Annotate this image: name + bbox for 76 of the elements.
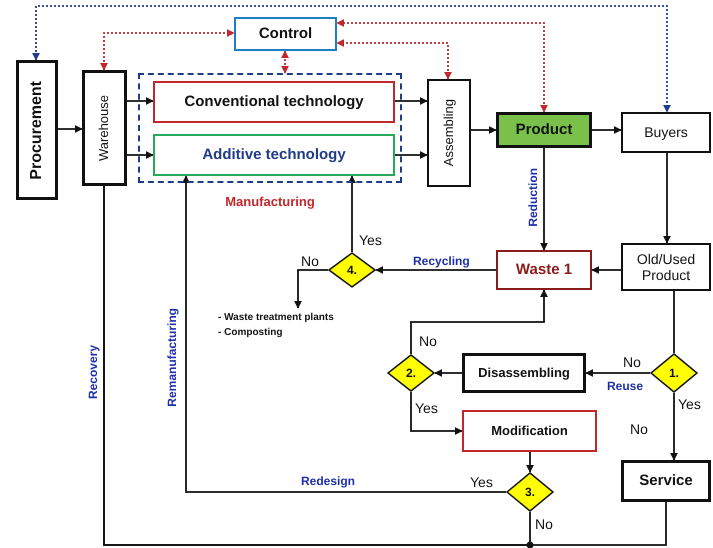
arrow xyxy=(127,97,154,105)
process-box xyxy=(16,60,58,200)
arrow xyxy=(182,175,506,493)
dotted-arrow xyxy=(100,29,235,71)
box-label: Buyers xyxy=(644,124,688,141)
box-label: Conventional technology xyxy=(184,93,364,111)
arrow xyxy=(434,369,462,377)
arrow xyxy=(663,153,671,244)
process-box xyxy=(234,17,337,51)
arrow xyxy=(58,125,83,133)
arrow xyxy=(294,269,328,309)
edge-label: Redesign xyxy=(300,474,356,488)
decision-diamond xyxy=(328,252,376,288)
process-label: Reuse xyxy=(606,379,644,393)
process-box xyxy=(462,410,597,452)
box-label: Procurement xyxy=(28,80,46,180)
dotted-arrow xyxy=(281,50,289,74)
list-item: - Composting xyxy=(218,326,284,340)
arrow xyxy=(375,266,496,274)
arrow xyxy=(348,175,356,252)
diamond-label: 4. xyxy=(346,263,357,277)
decision-diamond xyxy=(650,353,698,393)
branch-label: Yes xyxy=(469,474,494,490)
process-box xyxy=(621,112,711,153)
branch-label: No xyxy=(629,421,649,437)
list-item: - Waste treatment plants xyxy=(218,311,335,325)
box-label: Waste 1 xyxy=(516,261,572,279)
box-label: Assembling xyxy=(442,99,456,167)
edge-label: Yes xyxy=(677,396,702,412)
edge-label: No xyxy=(300,253,320,269)
arrow xyxy=(585,369,650,377)
edge-label: No xyxy=(418,333,438,349)
process-box xyxy=(427,79,471,187)
arrow xyxy=(670,393,678,461)
arrow xyxy=(395,97,428,105)
arrow xyxy=(410,289,548,354)
group-heading: Manufacturing xyxy=(224,194,316,209)
dashed-group xyxy=(138,73,402,209)
arrow xyxy=(591,266,621,274)
decision-diamond xyxy=(387,354,435,392)
process-box xyxy=(621,460,711,502)
arrow xyxy=(526,452,534,473)
process-box xyxy=(462,353,586,393)
box-label: Old/Used Product xyxy=(636,250,696,284)
arrow xyxy=(540,148,548,251)
edge-label: No xyxy=(622,354,642,370)
diamond-label: 1. xyxy=(668,366,679,380)
arrow xyxy=(592,126,622,134)
process-box xyxy=(496,250,592,290)
box-label: Product xyxy=(516,121,572,139)
box-label: Service xyxy=(639,472,693,490)
arrow xyxy=(127,151,154,159)
box-label: Modification xyxy=(491,424,568,438)
box-label: Control xyxy=(258,25,312,43)
process-box xyxy=(153,134,395,176)
process-box xyxy=(153,81,395,123)
process-box xyxy=(496,112,592,148)
diamond-label: 3. xyxy=(524,485,535,499)
edge-label: Recycling xyxy=(412,254,471,268)
edge-label: Yes xyxy=(414,400,439,416)
box-label: Additive technology xyxy=(202,146,346,164)
edge-label: No xyxy=(534,516,554,532)
process-label: Remanufacturing xyxy=(164,308,180,407)
diamond-label: 2. xyxy=(406,366,416,380)
process-box xyxy=(621,243,711,291)
dotted-arrow xyxy=(336,19,548,113)
dotted-arrow xyxy=(32,5,671,113)
arrow xyxy=(410,392,463,435)
box-label: Warehouse xyxy=(97,95,112,161)
decision-diamond xyxy=(506,472,554,512)
edge-label: Yes xyxy=(358,232,383,248)
dotted-arrow xyxy=(336,39,452,80)
process-box xyxy=(82,70,127,186)
arrow xyxy=(395,151,428,159)
arrow xyxy=(471,126,497,134)
box-label: Disassembling xyxy=(478,366,570,380)
